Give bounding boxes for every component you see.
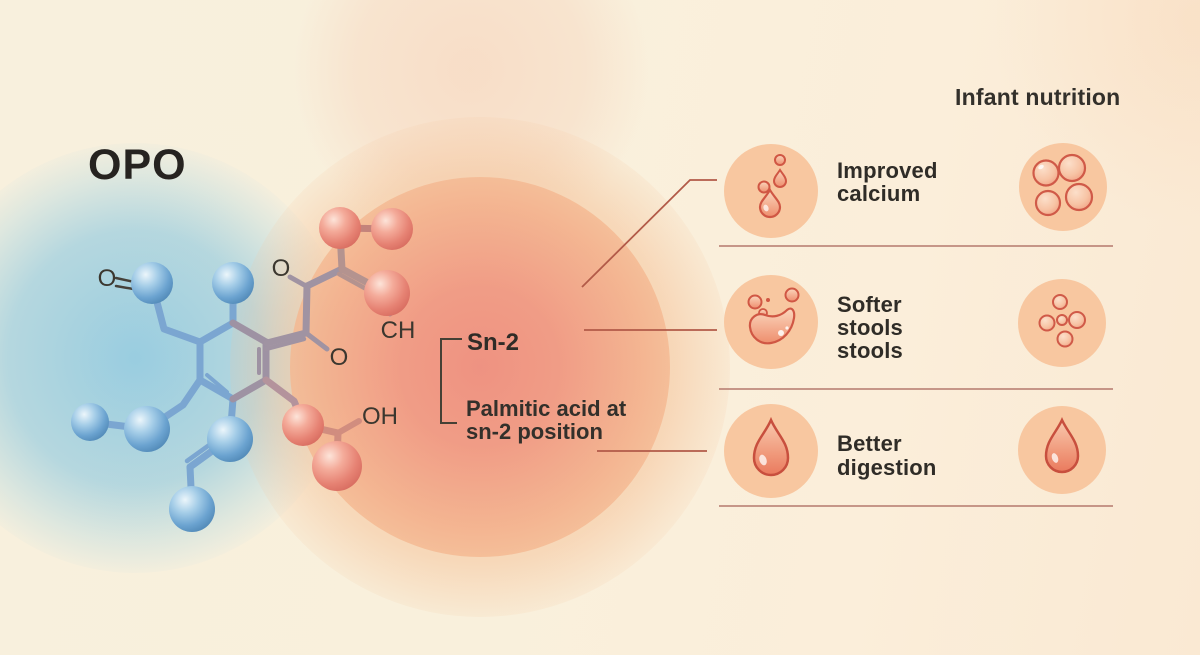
atom-label-oh: OH — [362, 403, 398, 430]
molecule-atoms — [71, 207, 413, 532]
blue-atom — [131, 262, 173, 304]
atom-label-o: O — [330, 344, 349, 371]
red-atom — [282, 404, 324, 446]
atom-label-ch: CH — [381, 317, 416, 344]
benefit-line: stools — [837, 315, 903, 340]
small-globules-icon — [1018, 279, 1106, 367]
benefit-line: Softer — [837, 292, 902, 317]
milk-droplets-icon — [724, 144, 818, 238]
benefit-line: Better — [837, 431, 902, 456]
atom-label-o: O — [98, 265, 117, 292]
sn2-description-line: Palmitic acid at — [466, 396, 627, 421]
benefit-line: stools — [837, 338, 903, 363]
benefit-line: digestion — [837, 455, 937, 480]
row-divider — [719, 388, 1113, 390]
sn2-description: Palmitic acid at sn-2 position — [466, 397, 626, 443]
connector-line-1 — [581, 179, 717, 288]
row-divider — [719, 505, 1113, 507]
sn2-bracket — [440, 338, 462, 424]
digestion-droplet-icon — [724, 404, 818, 498]
benefit-label: Improved calcium — [837, 159, 938, 205]
red-atom — [312, 441, 362, 491]
benefit-line: calcium — [837, 181, 921, 206]
benefit-label: Softer stools stools — [837, 293, 903, 362]
page-title: OPO — [88, 140, 187, 189]
benefit-label: Better digestion — [837, 432, 937, 480]
blue-atom — [71, 403, 109, 441]
blue-atom — [124, 406, 170, 452]
row-divider — [719, 245, 1113, 247]
blue-atom — [212, 262, 254, 304]
blue-atom — [169, 486, 215, 532]
atom-label-o: O — [272, 255, 291, 282]
fat-globules-icon — [1019, 143, 1107, 231]
red-atom — [319, 207, 361, 249]
red-atom — [371, 208, 413, 250]
digestion-droplet-icon — [1018, 406, 1106, 494]
sn2-description-line: sn-2 position — [466, 419, 603, 444]
benefit-line: Improved — [837, 158, 938, 183]
blue-atom — [207, 416, 253, 462]
soft-stool-icon — [724, 275, 818, 369]
sn2-label: Sn-2 — [467, 329, 520, 356]
red-atom — [364, 270, 410, 316]
section-label: Infant nutrition — [955, 84, 1121, 110]
